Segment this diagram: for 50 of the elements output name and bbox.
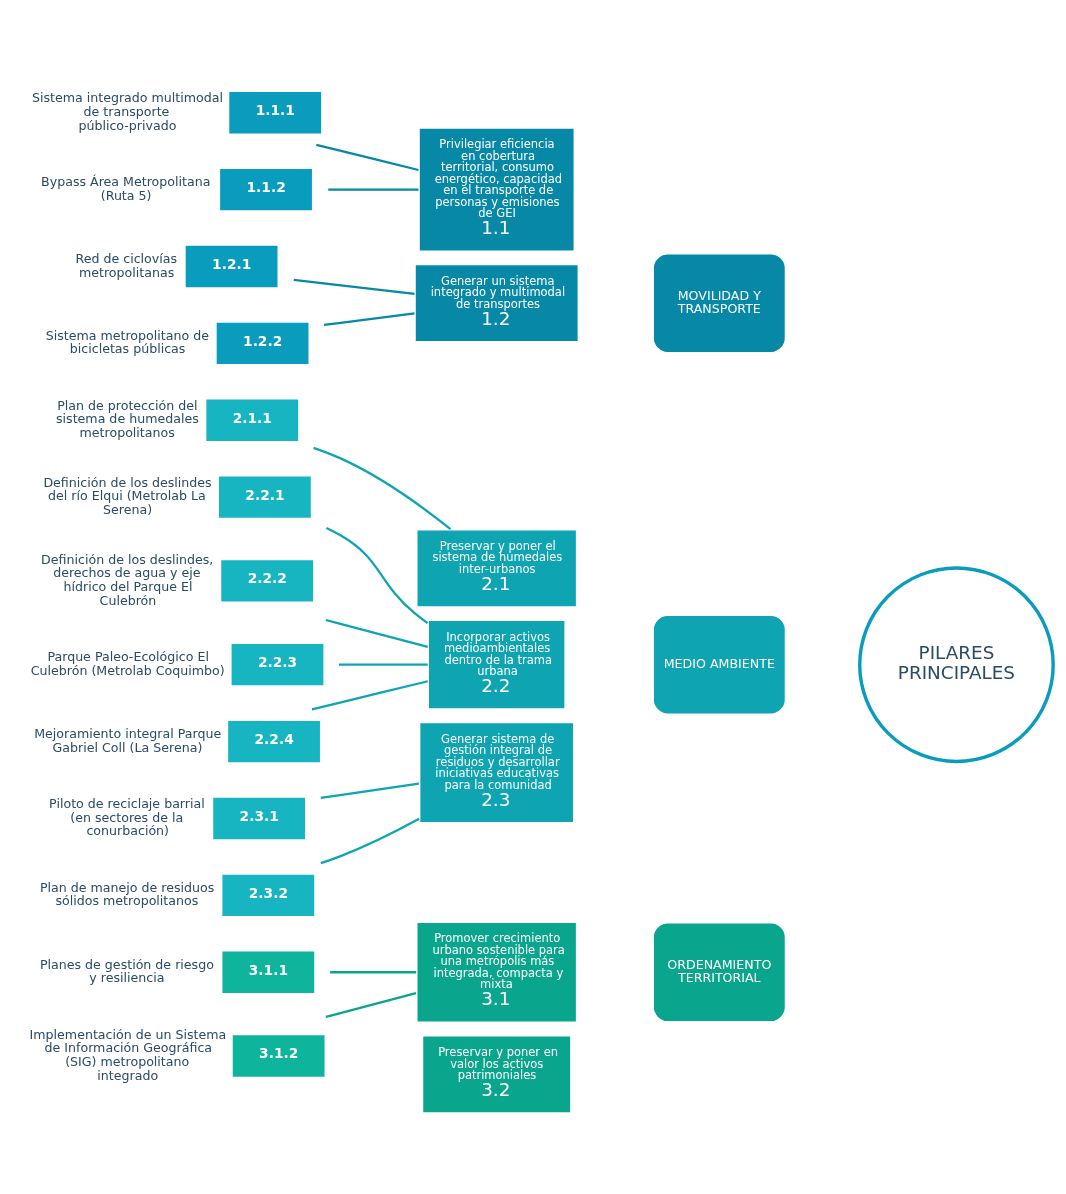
connector — [323, 312, 415, 327]
node-circle: PILARES PRINCIPALES — [858, 566, 1055, 764]
node-box: Privilegiar eficiencia en cobertura territorial, consumo energético, capacidad en el transporte de personas y emisiones de GEI 1.1 — [417, 126, 576, 253]
node-box: 2.2.3 — [231, 644, 324, 686]
node-box: Preservar y poner en valor los activos patrimoniales 3.2 — [420, 1034, 573, 1115]
node-box: Promover crecimiento urbano sostenible para una metrópolis más integrada, compacta y mixta 3.1 — [415, 920, 579, 1024]
connector — [325, 526, 429, 624]
node-box: 2.1.1 — [206, 399, 299, 441]
node-box: 2.2.1 — [218, 476, 311, 518]
node-label: Bypass Área Metropolitana (Ruta 5) — [41, 173, 211, 203]
node-label: Sistema metropolitano de bicicletas públicas — [45, 327, 209, 357]
connector — [325, 992, 417, 1019]
node-label: Parque Paleo-Ecológico El Culebrón (Metrolab Coquimbo) — [30, 649, 225, 678]
node-box: Generar un sistema integrado y multimodal de transportes 1.2 — [413, 263, 580, 344]
node-box: Incorporar activos medioambientales dentro de la trama urbana 2.2 — [426, 618, 567, 711]
connector — [320, 782, 419, 799]
connector — [325, 618, 428, 648]
connector — [293, 278, 415, 295]
node-box: Preservar y poner el sistema de humedales inter-urbanos 2.1 — [415, 528, 579, 609]
node-box: MOVILIDAD Y TRANSPORTE — [652, 253, 786, 354]
node-label: Plan de protección del sistema de humedales metropolitanos — [56, 397, 199, 441]
node-box: 2.2.4 — [228, 720, 320, 763]
connector — [320, 817, 420, 865]
node-label: Definición de los deslindes, derechos de agua y eje hídrico del Parque El Culebrón — [41, 551, 214, 608]
node-box: 3.1.2 — [232, 1035, 325, 1077]
node-box: ORDENAMIENTO TERRITORIAL — [652, 922, 786, 1023]
node-label: Implementación de un Sistema de Información Geográfica (SIG) metropolitano integrado — [29, 1026, 227, 1083]
node-box: 1.1.2 — [220, 168, 312, 211]
connector — [330, 971, 417, 974]
node-label: Plan de manejo de residuos sólidos metropolitanos — [39, 879, 215, 909]
node-label: Piloto de reciclaje barrial (en sectores de la conurbación) — [49, 795, 205, 839]
node-box: 1.1.1 — [229, 92, 322, 134]
node-box: MEDIO AMBIENTE — [652, 614, 786, 715]
node-box: 2.2.2 — [221, 560, 314, 602]
node-label: Sistema integrado multimodal de transporte público-privado — [31, 90, 224, 133]
node-box: Generar sistema de gestión integral de residuos y desarrollar iniciativas educativas para la comunidad 2.3 — [418, 720, 576, 825]
node-box: 2.3.2 — [222, 874, 315, 917]
connector — [338, 663, 428, 666]
node-box: 1.2.1 — [185, 245, 278, 288]
connector — [313, 446, 452, 531]
node-label: Definición de los deslindes del río Elqui (Metrolab La Serena) — [43, 474, 212, 518]
node-label: Mejoramiento integral Parque Gabriel Coll (La Serena) — [34, 725, 222, 755]
node-label: Red de ciclovías metropolitanas — [75, 250, 178, 280]
node-box: 2.3.1 — [213, 797, 306, 840]
connector — [328, 188, 419, 191]
connector — [311, 680, 429, 711]
node-box: 1.2.2 — [216, 322, 309, 365]
node-box: 3.1.1 — [222, 951, 315, 993]
node-label: Planes de gestión de riesgo y resiliencia — [39, 956, 214, 986]
connector — [316, 143, 419, 172]
